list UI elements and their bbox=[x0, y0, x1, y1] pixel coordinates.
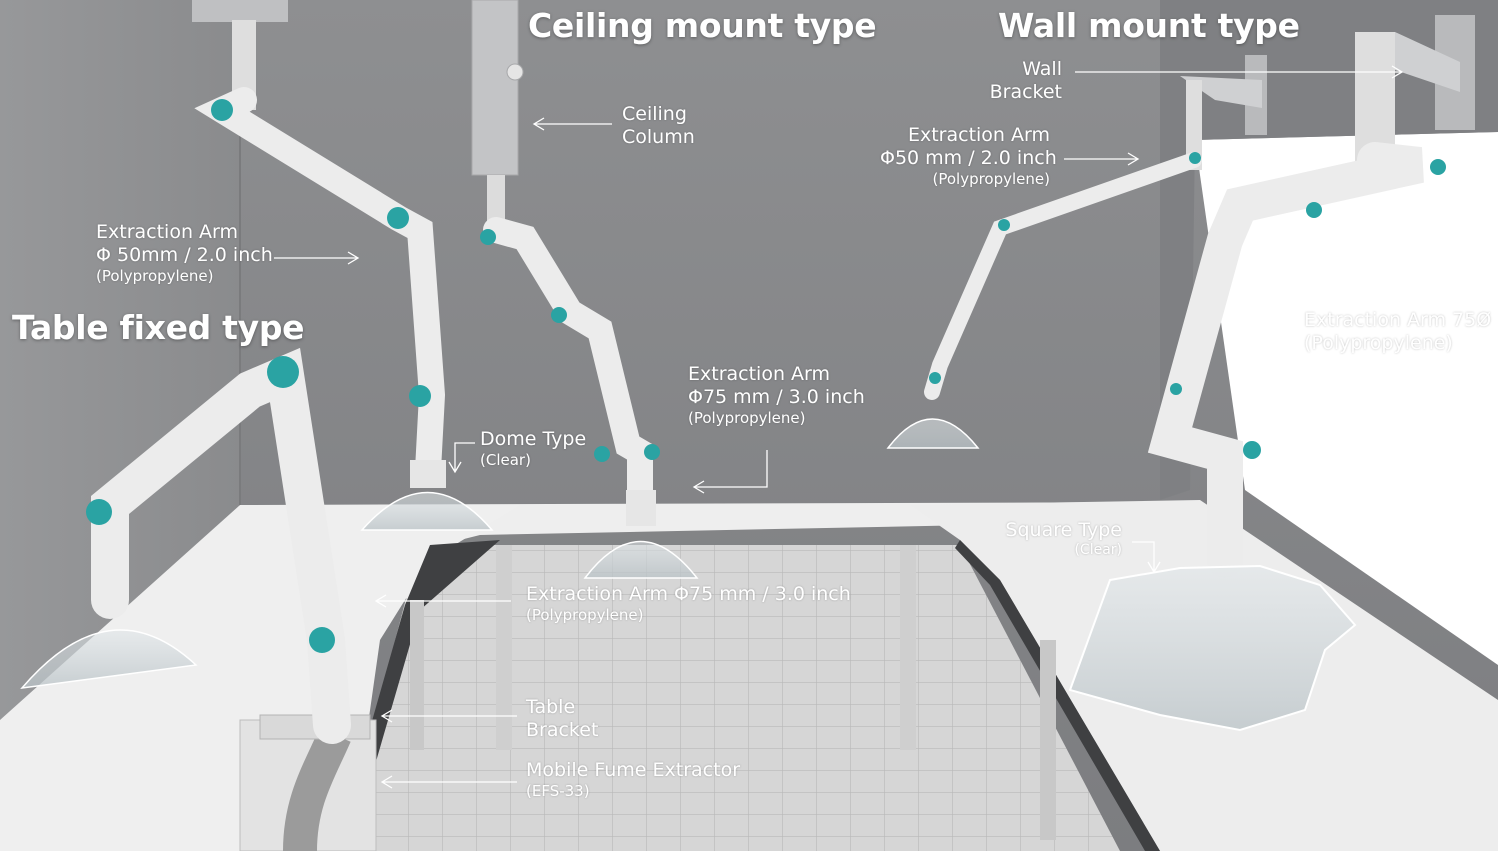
label-ceiling-arm-75: Extraction Arm Φ75 mm / 3.0 inch (Polypr… bbox=[688, 363, 865, 428]
label-text: Mobile Fume Extractor bbox=[526, 759, 741, 781]
arm-joint bbox=[409, 385, 431, 407]
table-extraction-arm-75 bbox=[91, 347, 351, 744]
arm-joint bbox=[267, 356, 299, 388]
label-text: (Polypropylene) bbox=[526, 606, 644, 625]
label-text: (EFS-33) bbox=[526, 782, 590, 801]
dome-hood bbox=[886, 418, 980, 449]
arm-joint bbox=[387, 207, 409, 229]
label-text: (Clear) bbox=[480, 451, 531, 470]
right-wall bbox=[1160, 0, 1498, 500]
label-text: (Polypropylene) bbox=[1304, 332, 1453, 355]
dome-neck bbox=[410, 460, 446, 488]
bench-edge-right bbox=[955, 540, 1160, 851]
dome-hood bbox=[583, 540, 699, 579]
label-text: (Polypropylene) bbox=[932, 170, 1050, 189]
arm-joint bbox=[1189, 152, 1201, 164]
wall-pipe bbox=[1355, 32, 1395, 162]
tiled-floor bbox=[340, 545, 1120, 851]
label-text: Extraction Arm 75Ø bbox=[1304, 309, 1492, 331]
heading-wall-mount: Wall mount type bbox=[998, 6, 1300, 45]
label-text: Extraction Arm Φ75 mm / 3.0 inch bbox=[526, 583, 851, 605]
label-square-type: Square Type (Clear) bbox=[1000, 519, 1122, 559]
arm-joint bbox=[551, 307, 567, 323]
arm-joint bbox=[211, 99, 233, 121]
arm-joint bbox=[309, 627, 335, 653]
label-wall-arm-75: Extraction Arm 75Ø (Polypropylene) bbox=[1304, 309, 1491, 355]
label-ceiling-column: Ceiling Column bbox=[622, 103, 695, 149]
bench-top-left bbox=[0, 505, 520, 851]
bench-leg bbox=[900, 545, 916, 750]
label-text: (Polypropylene) bbox=[688, 409, 806, 428]
label-wall-bracket: Wall Bracket bbox=[976, 58, 1062, 104]
left-wall bbox=[0, 0, 240, 720]
dome-hood bbox=[360, 491, 494, 531]
wall-extraction-arm-75 bbox=[1147, 142, 1424, 578]
dome-neck bbox=[626, 490, 656, 526]
square-hood bbox=[1068, 564, 1357, 732]
arm-joint bbox=[594, 446, 610, 462]
label-text: Table bbox=[526, 696, 576, 718]
ceiling-column bbox=[471, 0, 519, 176]
label-text: Extraction Arm bbox=[907, 124, 1050, 146]
arm-joint bbox=[1306, 202, 1322, 218]
bench-leg bbox=[1040, 640, 1056, 840]
label-dome-type: Dome Type (Clear) bbox=[480, 428, 586, 469]
label-wall-arm-50: Extraction Arm Φ50 mm / 2.0 inch (Polypr… bbox=[880, 124, 1057, 189]
arm-joint bbox=[929, 372, 941, 384]
heading-table-fixed: Table fixed type bbox=[12, 308, 305, 347]
label-text: Bracket bbox=[526, 719, 599, 742]
label-text: (Clear) bbox=[1074, 542, 1122, 559]
arm-joint bbox=[1430, 159, 1446, 175]
label-text: Ceiling bbox=[622, 103, 687, 125]
label-text: (Polypropylene) bbox=[96, 267, 214, 286]
label-text: Extraction Arm bbox=[96, 221, 239, 243]
label-text: Φ 50mm / 2.0 inch bbox=[96, 244, 273, 267]
arm-joint bbox=[86, 499, 112, 525]
arm-joint bbox=[644, 444, 660, 460]
dome-hood bbox=[20, 629, 198, 689]
bench-leg bbox=[410, 600, 424, 750]
label-text: Dome Type bbox=[480, 428, 587, 450]
label-text: Wall bbox=[1022, 58, 1062, 80]
label-ceiling-arm-50: Extraction Arm Φ 50mm / 2.0 inch (Polypr… bbox=[96, 221, 273, 286]
label-table-bracket: Table Bracket bbox=[526, 696, 598, 742]
arm-joint bbox=[480, 229, 496, 245]
label-text: Bracket bbox=[989, 81, 1062, 104]
right-window-light bbox=[1195, 132, 1498, 665]
label-table-arm-75: Extraction Arm Φ75 mm / 3.0 inch (Polypr… bbox=[526, 583, 851, 624]
label-text: Φ50 mm / 2.0 inch bbox=[880, 147, 1057, 170]
label-text: Square Type bbox=[1005, 519, 1122, 541]
bench-leg bbox=[496, 545, 512, 750]
leader-lines bbox=[274, 65, 1404, 789]
column-port bbox=[506, 63, 524, 81]
label-text: Extraction Arm bbox=[688, 363, 831, 385]
label-mobile-fume-extractor: Mobile Fume Extractor (EFS-33) bbox=[526, 759, 740, 800]
arm-joint bbox=[1243, 441, 1261, 459]
label-text: Column bbox=[622, 126, 695, 149]
heading-ceiling-mount: Ceiling mount type bbox=[528, 6, 877, 45]
arm-joint bbox=[1170, 383, 1182, 395]
wall-pipe bbox=[1186, 80, 1202, 170]
ceiling-extraction-arm-75 bbox=[483, 217, 653, 513]
ceiling-plate bbox=[192, 0, 288, 22]
label-text: Φ75 mm / 3.0 inch bbox=[688, 386, 865, 409]
arm-joint bbox=[998, 219, 1010, 231]
extractor-hose bbox=[283, 728, 351, 851]
